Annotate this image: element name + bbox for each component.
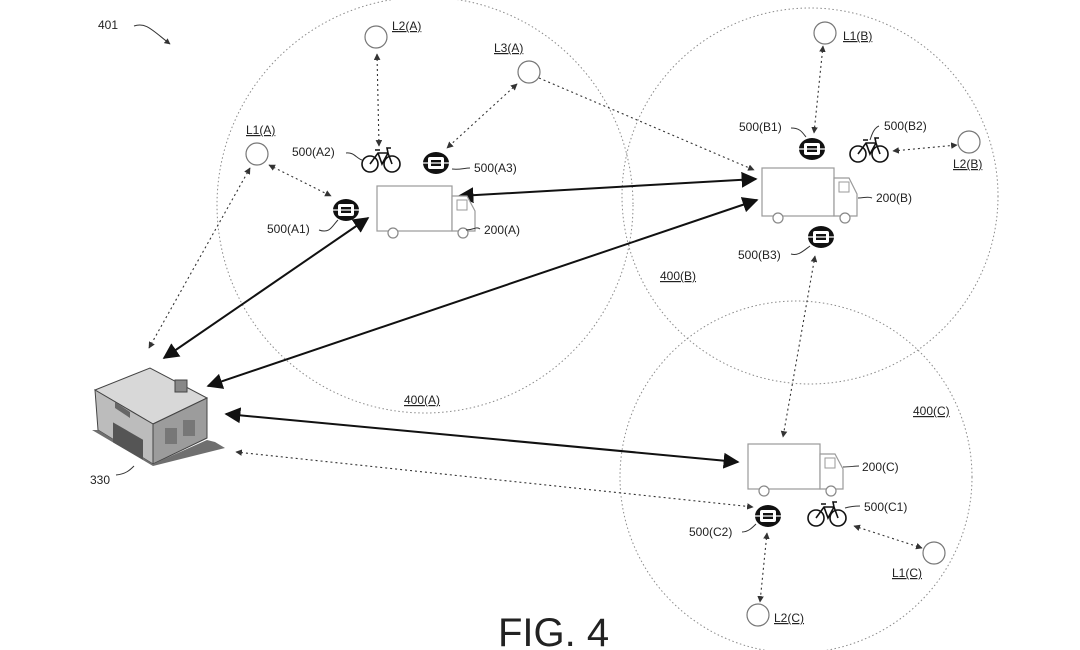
location-l2a-label: L2(A) <box>392 19 421 33</box>
robot-c2-icon <box>754 504 782 528</box>
robot-a3-label: 500(A3) <box>474 161 517 175</box>
location-l2c-label: L2(C) <box>774 611 804 625</box>
robot-b1-icon <box>798 137 826 161</box>
truck-b-label: 200(B) <box>876 191 912 205</box>
link-truck-a-truck-b <box>457 171 758 204</box>
zone-a-label: 400(A) <box>404 393 440 407</box>
warehouse-label: 330 <box>90 473 110 487</box>
link-l1b-robot-b1 <box>811 45 826 134</box>
location-l1b-marker <box>813 21 837 45</box>
truck-b-icon <box>761 167 858 224</box>
link-l3a-robot-a3 <box>446 83 518 149</box>
link-robot-b3-truck-c <box>780 255 818 438</box>
bike-a2-label: 500(A2) <box>292 145 335 159</box>
figure-ref-label: 401 <box>98 18 118 32</box>
labels: 401 400(A) 400(B) 400(C) 330 200(A) 200(… <box>90 18 982 650</box>
link-l1a-warehouse <box>148 167 251 349</box>
bike-b2-icon <box>849 137 889 163</box>
location-l3a-label: L3(A) <box>494 41 523 55</box>
robot-b3-label: 500(B3) <box>738 248 781 262</box>
location-l3a-marker <box>517 60 541 84</box>
robot-b3-icon <box>807 225 835 249</box>
location-l2a-marker <box>364 25 388 49</box>
robot-a3-icon <box>422 151 450 175</box>
robot-a1-label: 500(A1) <box>267 222 310 236</box>
link-robot-c2-l2c <box>757 532 770 603</box>
location-l1c-label: L1(C) <box>892 566 922 580</box>
secondary-links <box>148 45 958 603</box>
location-l1a-label: L1(A) <box>246 123 275 137</box>
link-warehouse-truck-c <box>224 407 740 469</box>
zone-circles <box>216 0 999 650</box>
truck-c-label: 200(C) <box>862 460 899 474</box>
location-l2b-label: L2(B) <box>953 157 982 171</box>
link-l1a-robot-a1 <box>268 164 332 197</box>
bike-a2-icon <box>361 147 401 173</box>
zone-c-label: 400(C) <box>913 404 950 418</box>
bike-c1-label: 500(C1) <box>864 500 907 514</box>
truck-a-label: 200(A) <box>484 223 520 237</box>
link-l3a-truck-b <box>538 77 755 171</box>
link-warehouse-robot-c2 <box>235 449 754 510</box>
robot-b1-label: 500(B1) <box>739 120 782 134</box>
zone-b-label: 400(B) <box>660 269 696 283</box>
location-l2c-marker <box>746 603 770 627</box>
zone-b-circle <box>621 7 999 385</box>
link-l2a-bike-a2 <box>373 53 383 147</box>
link-bike-c1-l1c <box>853 524 923 550</box>
link-warehouse-truck-b <box>206 197 759 389</box>
truck-a-icon <box>376 185 476 239</box>
leader-lines <box>115 24 880 533</box>
figure-caption: FIG. 4 <box>498 611 609 650</box>
location-l1a-marker <box>245 142 269 166</box>
location-l2b-marker <box>957 130 981 154</box>
truck-c-icon <box>747 443 844 497</box>
bike-c1-icon <box>807 501 847 527</box>
robot-a1-icon <box>332 198 360 222</box>
robot-c2-label: 500(C2) <box>689 525 732 539</box>
warehouse-icon <box>92 367 225 466</box>
link-bike-b2-l2b <box>892 142 958 154</box>
location-l1c-marker <box>922 541 946 565</box>
bike-b2-label: 500(B2) <box>884 119 927 133</box>
locations <box>245 21 981 627</box>
location-l1b-label: L1(B) <box>843 29 872 43</box>
link-warehouse-truck-a <box>162 217 370 359</box>
